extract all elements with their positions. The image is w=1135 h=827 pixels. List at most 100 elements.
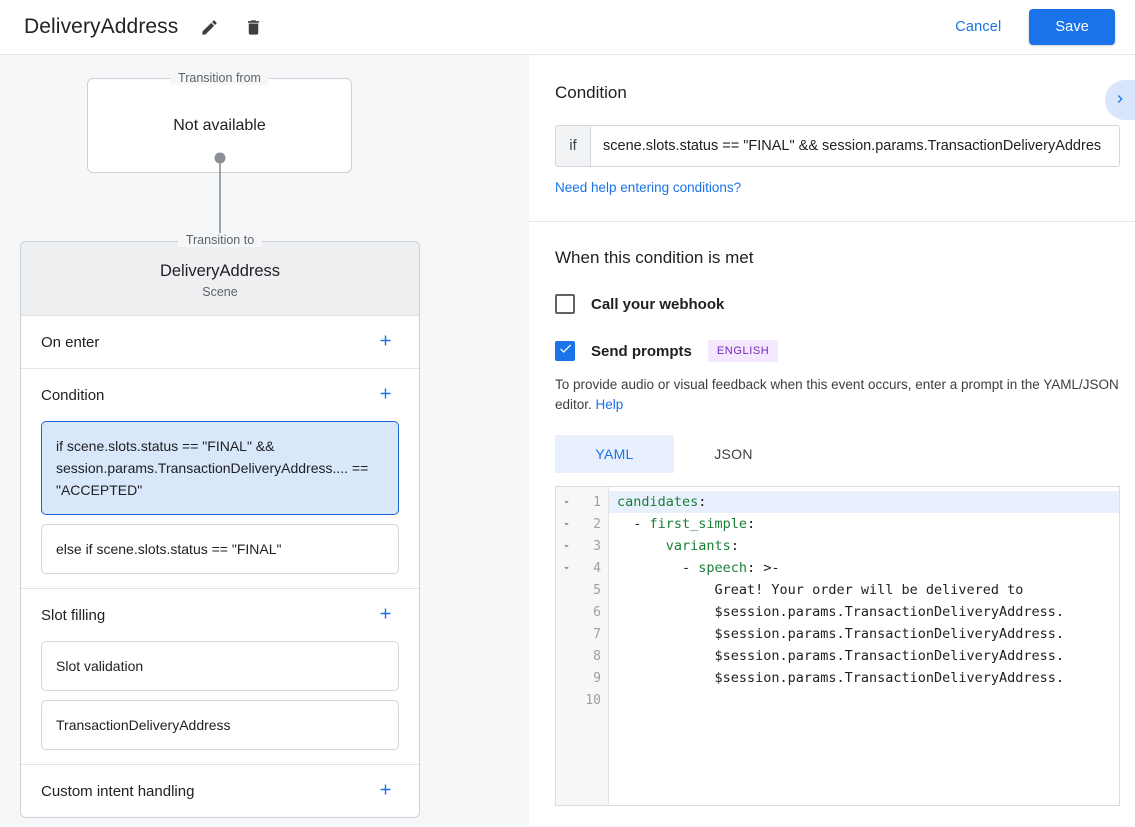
code-line[interactable]: Great! Your order will be delivered to (609, 579, 1119, 601)
section-header[interactable]: Slot filling (41, 589, 399, 641)
send-prompts-row[interactable]: Send prompts ENGLISH (555, 340, 1135, 362)
code-token: $session.params.TransactionDeliveryAddre… (617, 626, 1065, 642)
trash-icon (244, 18, 263, 37)
webhook-row[interactable]: Call your webhook (555, 294, 1135, 314)
editor-code-area[interactable]: candidates: - first_simple: variants: - … (609, 487, 1119, 805)
gutter-line: 5 (556, 579, 608, 601)
tab-json[interactable]: JSON (674, 435, 793, 473)
code-token: $session.params.TransactionDeliveryAddre… (617, 648, 1065, 664)
fold-triangle-icon[interactable] (561, 541, 572, 552)
plus-icon (377, 385, 394, 405)
gutter-line: 6 (556, 601, 608, 623)
prompts-help-link[interactable]: Help (595, 397, 624, 412)
code-token (617, 538, 666, 554)
send-prompts-checkbox[interactable] (555, 341, 575, 361)
call-webhook-checkbox[interactable] (555, 294, 575, 314)
tab-yaml[interactable]: YAML (555, 435, 674, 473)
call-webhook-label: Call your webhook (591, 295, 725, 313)
add-condition-button[interactable] (371, 381, 399, 409)
prompts-description-text: To provide audio or visual feedback when… (555, 377, 1119, 412)
gutter-line: 7 (556, 623, 608, 645)
save-button[interactable]: Save (1029, 9, 1115, 45)
code-line[interactable]: $session.params.TransactionDeliveryAddre… (609, 623, 1119, 645)
code-line[interactable] (609, 689, 1119, 711)
plus-icon (377, 781, 394, 801)
topbar-actions: Cancel Save (941, 9, 1135, 45)
when-condition-met-section: When this condition is met Call your web… (529, 222, 1135, 806)
code-line[interactable]: $session.params.TransactionDeliveryAddre… (609, 667, 1119, 689)
fold-triangle-icon[interactable] (561, 519, 572, 530)
scene-section: Condition if scene.slots.status == "FINAL… (21, 369, 419, 589)
section-header[interactable]: Condition (41, 369, 399, 421)
line-number: 5 (593, 582, 601, 598)
section-title: On enter (41, 333, 100, 351)
transition-to-header: DeliveryAddress Scene (21, 242, 419, 316)
code-token: candidates (617, 494, 699, 510)
section-header[interactable]: On enter (41, 316, 399, 368)
code-line[interactable]: variants: (609, 535, 1119, 557)
pencil-icon (200, 18, 219, 37)
gutter-line: 1 (556, 491, 608, 513)
line-number: 8 (593, 648, 601, 664)
condition-help-link[interactable]: Need help entering conditions? (555, 180, 742, 195)
list-item[interactable]: TransactionDeliveryAddress (41, 700, 399, 750)
condition-if-prefix: if (556, 126, 591, 166)
code-token: - (617, 516, 650, 532)
delete-button[interactable] (236, 10, 270, 44)
section-header[interactable]: Custom intent handling (41, 765, 399, 817)
list-item[interactable]: if scene.slots.status == "FINAL" && sess… (41, 421, 399, 515)
expand-panel-button[interactable] (1105, 80, 1135, 120)
code-token: $session.params.TransactionDeliveryAddre… (617, 670, 1065, 686)
page-title: DeliveryAddress (24, 15, 179, 38)
transition-from-legend: Transition from (170, 71, 269, 85)
section-title: Condition (41, 386, 105, 404)
gutter-line: 9 (556, 667, 608, 689)
plus-icon (377, 332, 394, 352)
send-prompts-label: Send prompts (591, 342, 692, 360)
condition-input-row[interactable]: if scene.slots.status == "FINAL" && sess… (555, 125, 1120, 167)
gutter-line: 4 (556, 557, 608, 579)
top-app-bar: DeliveryAddress Cancel Save (0, 0, 1135, 55)
line-number: 1 (593, 494, 601, 510)
list-item[interactable]: else if scene.slots.status == "FINAL" (41, 524, 399, 574)
fold-triangle-icon[interactable] (561, 497, 572, 508)
left-panel: Transition from Not available Transition… (0, 55, 529, 827)
code-token: variants (665, 538, 731, 554)
add-on-enter-button[interactable] (371, 328, 399, 356)
code-token: : (747, 516, 756, 532)
gutter-line: 3 (556, 535, 608, 557)
code-line[interactable]: candidates: (609, 491, 1119, 513)
code-line[interactable]: - speech: >- (609, 557, 1119, 579)
line-number: 2 (593, 516, 601, 532)
code-token: Great! Your order will be delivered to (617, 582, 1024, 598)
line-number: 4 (593, 560, 601, 576)
code-token: : >- (747, 560, 780, 576)
code-line[interactable]: $session.params.TransactionDeliveryAddre… (609, 601, 1119, 623)
section-items: if scene.slots.status == "FINAL" && sess… (41, 421, 399, 588)
line-number: 9 (593, 670, 601, 686)
code-token: : (698, 494, 707, 510)
list-item[interactable]: Slot validation (41, 641, 399, 691)
right-panel: Condition if scene.slots.status == "FINA… (529, 55, 1135, 827)
add-slot-filling-button[interactable] (371, 601, 399, 629)
condition-expression-input[interactable]: scene.slots.status == "FINAL" && session… (603, 138, 1102, 154)
plus-icon (377, 605, 394, 625)
edit-name-button[interactable] (192, 10, 226, 44)
cancel-button[interactable]: Cancel (941, 10, 1015, 44)
fold-triangle-icon[interactable] (561, 563, 572, 574)
code-token: speech (698, 560, 748, 576)
code-line[interactable]: $session.params.TransactionDeliveryAddre… (609, 645, 1119, 667)
code-line[interactable]: - first_simple: (609, 513, 1119, 535)
code-token: first_simple (649, 516, 748, 532)
line-number: 3 (593, 538, 601, 554)
section-title: Slot filling (41, 606, 106, 624)
add-custom-intent-handling-button[interactable] (371, 777, 399, 805)
condition-section: Condition if scene.slots.status == "FINA… (529, 55, 1135, 222)
